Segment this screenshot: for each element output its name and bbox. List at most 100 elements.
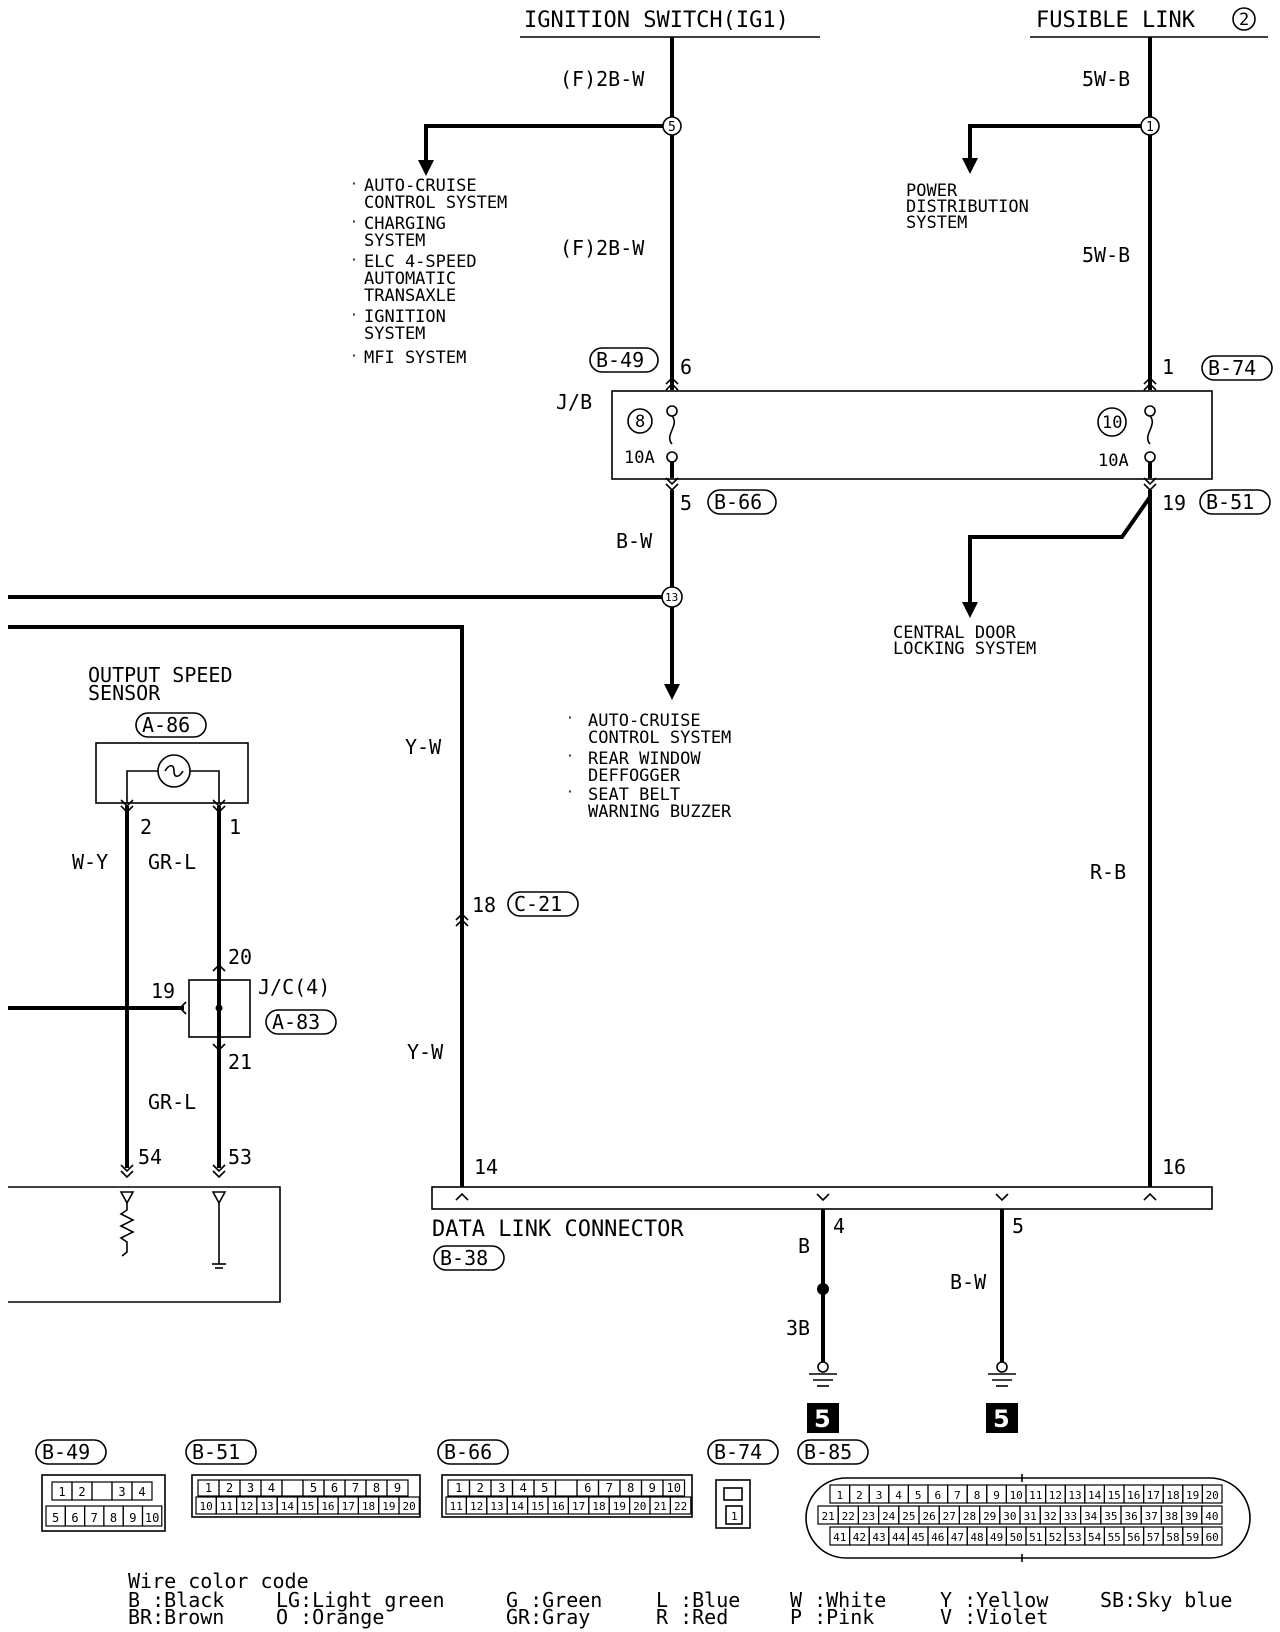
connector-pin-number: 34 bbox=[1084, 1510, 1098, 1523]
svg-text:·: · bbox=[350, 253, 358, 268]
fusible-link-number: 2 bbox=[1239, 10, 1249, 30]
connector-pin-number: 15 bbox=[301, 1500, 314, 1513]
fuse-left-circle bbox=[627, 408, 653, 434]
jc-label: J/C(4) bbox=[258, 975, 330, 999]
connector-pin-number: 1 bbox=[205, 1481, 212, 1495]
connector-pin-number: 1 bbox=[455, 1481, 462, 1495]
connector-pin-number: 57 bbox=[1147, 1531, 1160, 1544]
face-b85-tag bbox=[797, 1439, 869, 1465]
sys-ign-7: IGNITION bbox=[364, 307, 446, 327]
connector-pin-number: 18 bbox=[1166, 1489, 1179, 1502]
connector-c21-tag bbox=[507, 891, 579, 917]
dlc-pin14: 14 bbox=[474, 1155, 498, 1179]
legend-title: Wire color code bbox=[128, 1569, 309, 1593]
connector-pin-number: 14 bbox=[1088, 1489, 1102, 1502]
face-b51-tag bbox=[185, 1439, 257, 1465]
dlc-ground-wires: B 3B B-W 5 5 bbox=[786, 1209, 1018, 1433]
bw-branch-systems: · AUTO-CRUISE CONTROL SYSTEM · REAR WIND… bbox=[566, 711, 732, 822]
sys-ign-1: CONTROL SYSTEM bbox=[364, 193, 507, 213]
sys-ign-6: TRANSAXLE bbox=[364, 286, 456, 306]
connector-pin-number: 20 bbox=[633, 1500, 646, 1513]
fusible-link-label: FUSIBLE LINK bbox=[1036, 8, 1196, 33]
connector-cavity bbox=[398, 1496, 420, 1515]
connector-pin-number: 6 bbox=[71, 1511, 78, 1525]
connector-pin-number: 6 bbox=[584, 1481, 591, 1495]
svg-text:AUTO-CRUISE: AUTO-CRUISE bbox=[588, 711, 701, 731]
fuse-right-num: 10 bbox=[1102, 413, 1122, 433]
fuse-right-amp: 10A bbox=[1098, 451, 1129, 471]
connector-pin-number: 1 bbox=[58, 1485, 65, 1499]
wire-label-yw-upper: Y-W bbox=[405, 735, 442, 759]
face-b74-pin: 1 bbox=[731, 1510, 738, 1523]
wire-label-grl-lower: GR-L bbox=[148, 1090, 196, 1114]
svg-text:CONTROL SYSTEM: CONTROL SYSTEM bbox=[588, 728, 731, 748]
connector-pin-number: 58 bbox=[1166, 1531, 1179, 1544]
ignition-switch-source: IGNITION SWITCH(IG1) bbox=[520, 8, 820, 38]
connector-pin-number: 48 bbox=[970, 1531, 983, 1544]
connector-pin-number: 2 bbox=[78, 1485, 85, 1499]
connector-pin-number: 22 bbox=[674, 1500, 687, 1513]
svg-text:B-85: B-85 bbox=[804, 1440, 852, 1464]
svg-text:·: · bbox=[566, 749, 574, 764]
junction-fl-split bbox=[1140, 116, 1160, 136]
ground-num-4: 5 bbox=[814, 1405, 831, 1433]
connector-cavity bbox=[141, 1505, 163, 1527]
connector-pin-number: 2 bbox=[856, 1489, 863, 1502]
fusible-link-source: FUSIBLE LINK 2 bbox=[1030, 7, 1268, 38]
connector-pin-number: 51 bbox=[1029, 1531, 1042, 1544]
legend-entry-2: LG:Light green bbox=[276, 1588, 445, 1612]
connector-pin-number: 7 bbox=[954, 1489, 961, 1502]
connector-pin-number: 40 bbox=[1205, 1510, 1218, 1523]
ign-branch-systems: · AUTO-CRUISE CONTROL SYSTEM · CHARGING … bbox=[350, 176, 507, 368]
connector-pin-number: 47 bbox=[951, 1531, 964, 1544]
svg-text:·: · bbox=[566, 785, 574, 800]
b74-pin: 1 bbox=[1162, 355, 1174, 379]
connector-pin-number: 30 bbox=[1003, 1510, 1016, 1523]
connector-pin-number: 7 bbox=[91, 1511, 98, 1525]
sys-ign-5: AUTOMATIC bbox=[364, 269, 456, 289]
jc-pin20: 20 bbox=[228, 945, 252, 969]
connector-pin-number: 17 bbox=[1147, 1489, 1160, 1502]
connector-pin-number: 21 bbox=[654, 1500, 667, 1513]
sys-ign-8: SYSTEM bbox=[364, 324, 425, 344]
sys-ign-9: MFI SYSTEM bbox=[364, 348, 466, 368]
power-distribution-system: POWER DISTRIBUTION SYSTEM bbox=[906, 181, 1029, 233]
connector-pin-number: 37 bbox=[1145, 1510, 1158, 1523]
rb-wire: R-B bbox=[962, 490, 1152, 1187]
legend-entry-1: BR:Brown bbox=[128, 1605, 224, 1629]
connector-pin-number: 13 bbox=[490, 1500, 503, 1513]
connector-pin-number: 9 bbox=[129, 1511, 136, 1525]
legend-entry-3: O :Orange bbox=[276, 1605, 384, 1629]
svg-text:REAR WINDOW: REAR WINDOW bbox=[588, 749, 701, 769]
wire-label-b4: B bbox=[798, 1234, 810, 1258]
connector-pin-number: 16 bbox=[1127, 1489, 1140, 1502]
connector-pin-number: 13 bbox=[260, 1500, 273, 1513]
wire-label-fl-mid: 5W-B bbox=[1082, 243, 1130, 267]
connector-pin-number: 13 bbox=[1068, 1489, 1081, 1502]
connector-pin-number: 19 bbox=[382, 1500, 395, 1513]
junction-bw-split-num: 13 bbox=[665, 591, 678, 604]
dlc-pin5: 5 bbox=[1012, 1214, 1024, 1238]
connector-pin-number: 3 bbox=[247, 1481, 254, 1495]
jc-pin21: 21 bbox=[228, 1050, 252, 1074]
svg-text:B-51: B-51 bbox=[192, 1440, 240, 1464]
ignition-switch-label: IGNITION SWITCH(IG1) bbox=[524, 8, 789, 33]
connector-pin-number: 56 bbox=[1127, 1531, 1140, 1544]
connector-pin-number: 9 bbox=[993, 1489, 1000, 1502]
connector-pin-number: 12 bbox=[1049, 1489, 1062, 1502]
wire-label-ign-top: (F)2B-W bbox=[560, 67, 645, 91]
connector-pin-number: 7 bbox=[352, 1481, 359, 1495]
fuse-right-circle bbox=[1097, 407, 1127, 437]
connector-pin-number: 8 bbox=[627, 1481, 634, 1495]
jb-label: J/B bbox=[556, 390, 592, 414]
svg-text:·: · bbox=[566, 711, 574, 726]
connector-pin-number: 35 bbox=[1104, 1510, 1117, 1523]
connector-pin-number: 6 bbox=[934, 1489, 941, 1502]
connector-cavity bbox=[669, 1496, 692, 1515]
wire-label-rb: R-B bbox=[1090, 860, 1126, 884]
connector-pin-number: 19 bbox=[613, 1500, 626, 1513]
fuse-left-num: 8 bbox=[635, 412, 645, 432]
face-b66 bbox=[441, 1474, 693, 1518]
